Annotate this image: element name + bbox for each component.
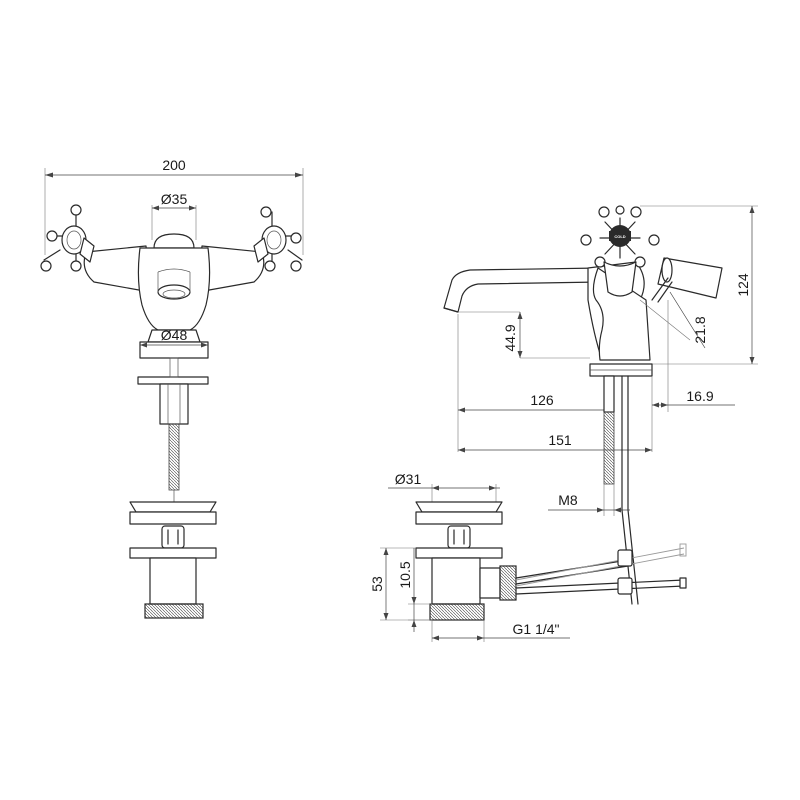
dim-spout-height-label: 44.9 bbox=[502, 324, 518, 351]
left-cross-handle bbox=[40, 204, 95, 272]
dim-width-label: 200 bbox=[162, 157, 186, 173]
dim-spout-height: 44.9 bbox=[458, 311, 590, 359]
dim-thread-label: M8 bbox=[558, 492, 578, 508]
dim-base-dia-label: Ø48 bbox=[161, 327, 188, 343]
dim-lever-offset-label: 16.9 bbox=[686, 388, 713, 404]
dim-lever-label: 21.8 bbox=[692, 316, 708, 343]
front-fixing bbox=[137, 357, 209, 502]
dim-overall-length: 151 bbox=[458, 432, 652, 453]
dim-waste-thread-label: G1 1/4" bbox=[513, 621, 560, 637]
dim-waste-height-label: 53 bbox=[369, 576, 385, 592]
handle-plate-label: COLD bbox=[614, 234, 625, 239]
front-body: Ø48 bbox=[83, 233, 265, 359]
side-popup-lever: 21.8 bbox=[639, 257, 723, 349]
dim-waste-dia: Ø31 bbox=[388, 471, 500, 504]
dim-reach: 126 bbox=[457, 314, 611, 452]
dim-height-label: 124 bbox=[735, 273, 751, 297]
dim-width: 200 bbox=[44, 157, 304, 255]
dim-waste-dia-label: Ø31 bbox=[395, 471, 422, 487]
side-view: 124 21.8 bbox=[443, 205, 758, 605]
dim-lever-offset: 16.9 bbox=[651, 300, 735, 452]
side-cross-handle: COLD bbox=[580, 205, 660, 297]
front-view: 200 Ø35 bbox=[40, 157, 304, 619]
front-waste bbox=[129, 501, 217, 619]
dim-waste-height: 53 bbox=[369, 547, 430, 621]
dim-spout-dia-label: Ø35 bbox=[161, 191, 188, 207]
dim-reach-label: 126 bbox=[530, 392, 554, 408]
dim-waste-flange-label: 10.5 bbox=[397, 561, 413, 588]
dim-waste-flange: 10.5 bbox=[397, 548, 432, 632]
side-fixing bbox=[603, 375, 639, 605]
right-cross-handle bbox=[253, 206, 303, 272]
dim-waste-thread: G1 1/4" bbox=[431, 620, 570, 642]
dim-thread: M8 bbox=[548, 484, 630, 516]
waste-side: Ø31 53 bbox=[369, 471, 687, 642]
dim-overall-length-label: 151 bbox=[548, 432, 572, 448]
dim-spout-dia: Ø35 bbox=[151, 191, 197, 240]
